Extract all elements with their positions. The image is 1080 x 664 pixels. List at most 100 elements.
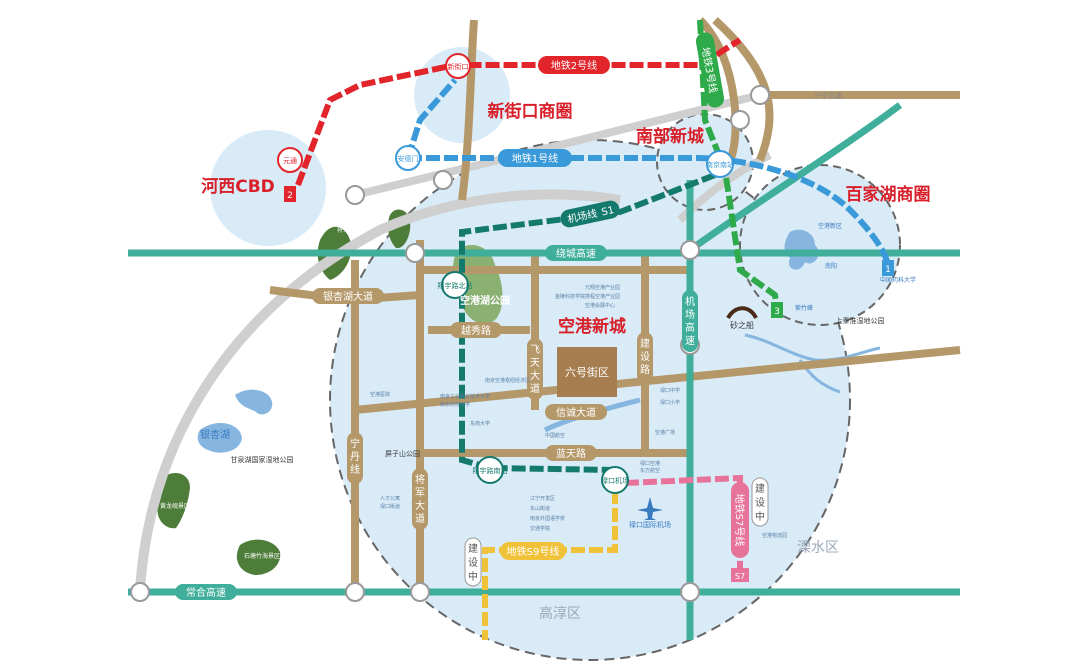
ningdan-label-char-3: 线 — [350, 463, 360, 476]
feitian-label-char-2: 天 — [530, 358, 540, 369]
shaozhichuan-icon — [726, 306, 758, 320]
feitian-label-char-1: 飞 — [530, 345, 540, 356]
kongganghu-park-label: 空港湖公园 — [460, 294, 510, 307]
s7-terminal-badge: S7 — [731, 568, 749, 582]
station-xinjiekou-label: 新街口 — [448, 62, 469, 71]
station-zizhufeng-label: 紫竹峰 — [795, 304, 813, 312]
s9-under-construction: 建 设 中 — [464, 537, 482, 587]
interchange-node — [750, 85, 770, 105]
badge-s7-text: S7 — [735, 572, 745, 581]
road-label-yuexiu: 越秀路 — [450, 322, 502, 338]
interchange-node — [345, 185, 365, 205]
huangyin-green-shape — [156, 473, 190, 529]
district-xinjiekou: 新街口商圈 — [488, 101, 573, 122]
line2-label-text: 地铁2号线 — [551, 59, 597, 72]
s9-construction-char-1: 建 — [468, 542, 478, 555]
poi-note: 携程空港产业园 — [585, 293, 620, 300]
road-label-changhe: 常合高速 — [175, 584, 237, 600]
s9-construction-char-2: 设 — [468, 557, 478, 569]
metro-line1 — [405, 78, 891, 266]
poi-note: 东南大学 — [470, 420, 490, 427]
jianshe-label-char-3: 路 — [640, 363, 650, 376]
poi-note: 金陵科技学院 — [555, 293, 585, 300]
station-xiangyulu-north-label: 翔宇路北站 — [438, 281, 473, 290]
poi-note: 南京工业职业技术大学 — [440, 393, 490, 400]
changhe-label-text: 常合高速 — [186, 586, 226, 599]
road-label-yinxinghu: 银杏湖大道 — [312, 288, 384, 304]
jianshe-label-char-2: 设 — [640, 351, 650, 363]
road-north-tan — [458, 19, 478, 201]
huangyin-label: 黄龙岘景区 — [160, 502, 190, 510]
metro-line3-label: 地铁3号线 — [695, 32, 725, 108]
poi-note: 江宁开发区 — [530, 495, 555, 502]
station-anderimen-label: 安德门 — [398, 154, 419, 163]
station-konghe-label: 空港新区 — [818, 222, 842, 230]
s7-construction-char-3: 中 — [755, 510, 765, 523]
yinxinghu-label-text: 银杏湖大道 — [323, 290, 373, 303]
station-yuantong: 元通 — [277, 147, 303, 173]
station-zhongyaoda-label: 中国药科大学 — [880, 276, 916, 284]
jianshe-label-char-1: 建 — [640, 337, 650, 350]
yinxinghu-lake-shape — [197, 423, 242, 453]
jichang-label-char-4: 速 — [685, 335, 695, 347]
s7-under-construction: 建 设 中 — [751, 477, 769, 527]
poi-note: 南京外国语学校 — [530, 515, 565, 522]
poi-note: 禄口空港 — [640, 460, 660, 467]
line1-terminal-badge: 1 — [882, 260, 894, 276]
badge-2-text: 2 — [287, 191, 293, 201]
line3-terminal-badge: 3 — [771, 302, 783, 318]
station-anderimen: 安德门 — [395, 145, 421, 171]
jiangjun-label-char-1: 将 — [415, 474, 425, 486]
interchange-node — [433, 170, 453, 190]
interchange-node — [730, 110, 750, 130]
metro-s9-label: 地铁S9号线 — [500, 542, 566, 560]
interchange-node — [130, 582, 150, 602]
jichang-label-char-2: 场 — [685, 308, 695, 321]
station-xiangyulu-north: 翔宇路北站 — [438, 271, 473, 299]
poi-note: 东方航空 — [640, 467, 660, 474]
badge-1-text: 1 — [885, 265, 891, 275]
liuhao-jiequ-block: 六号街区 — [557, 347, 617, 397]
road-label-jichang: 机 场 高 速 — [682, 290, 698, 352]
district-hexi-cbd: 河西CBD — [201, 177, 275, 197]
district-nanbu: 南部新城 — [636, 126, 704, 147]
poi-note: 交通学院 — [530, 525, 550, 532]
interchange-node — [680, 582, 700, 602]
station-xinjiekou: 新街口 — [445, 53, 471, 79]
district-lishui: 溧水区 — [797, 540, 839, 556]
poi-note: 南京空港枢纽经济区 — [485, 377, 530, 384]
poi-note: 中国航空 — [545, 432, 565, 439]
kongganghu-park-shape — [452, 245, 503, 324]
poi-note: 空港会展中心 — [585, 302, 615, 309]
airplane-icon — [637, 497, 663, 520]
xincheng-label-text: 信诚大道 — [556, 406, 596, 419]
poi-note: 禄口小学 — [660, 399, 680, 406]
station-nanyang-label: 南阳 — [825, 262, 837, 270]
road-label-jianshe: 建 设 路 — [637, 332, 653, 384]
shangqin-label: 上秦淮湿地公园 — [836, 316, 885, 325]
station-nanjing-south-label: 南京南站 — [706, 160, 734, 169]
yuexiu-label-text: 越秀路 — [461, 324, 491, 337]
metro-line1-label: 地铁1号线 — [498, 149, 572, 167]
station-lukou-airport-label: 禄口机场 — [601, 476, 629, 485]
s7-construction-char-1: 建 — [755, 482, 765, 495]
road-nanbu-tan — [697, 17, 740, 162]
interchange-node — [345, 582, 365, 602]
s9-construction-char-3: 中 — [468, 570, 478, 583]
interchange-nodes — [130, 85, 770, 602]
shishan-green-shape — [236, 539, 281, 575]
metro-s7-label: 地铁S7号线 — [731, 482, 749, 558]
road-label-jiangjun: 将 军 大 道 — [412, 468, 428, 530]
yinxinghu-label: 银杏湖 — [200, 428, 230, 441]
shishan-label: 石塘竹海景区 — [244, 552, 280, 560]
road-label-xincheng: 信诚大道 — [545, 404, 607, 420]
line1-label-text: 地铁1号线 — [512, 152, 558, 165]
poi-note: 空港物流园 — [762, 532, 787, 539]
huning-road-label: 沪宁高速 — [814, 91, 842, 100]
shaozhichuan-label: 砂之船 — [730, 320, 754, 330]
district-baijiahu: 百家湖商圈 — [846, 184, 931, 205]
interchange-node — [680, 240, 700, 260]
s7-label-text: 地铁S7号线 — [733, 494, 746, 547]
